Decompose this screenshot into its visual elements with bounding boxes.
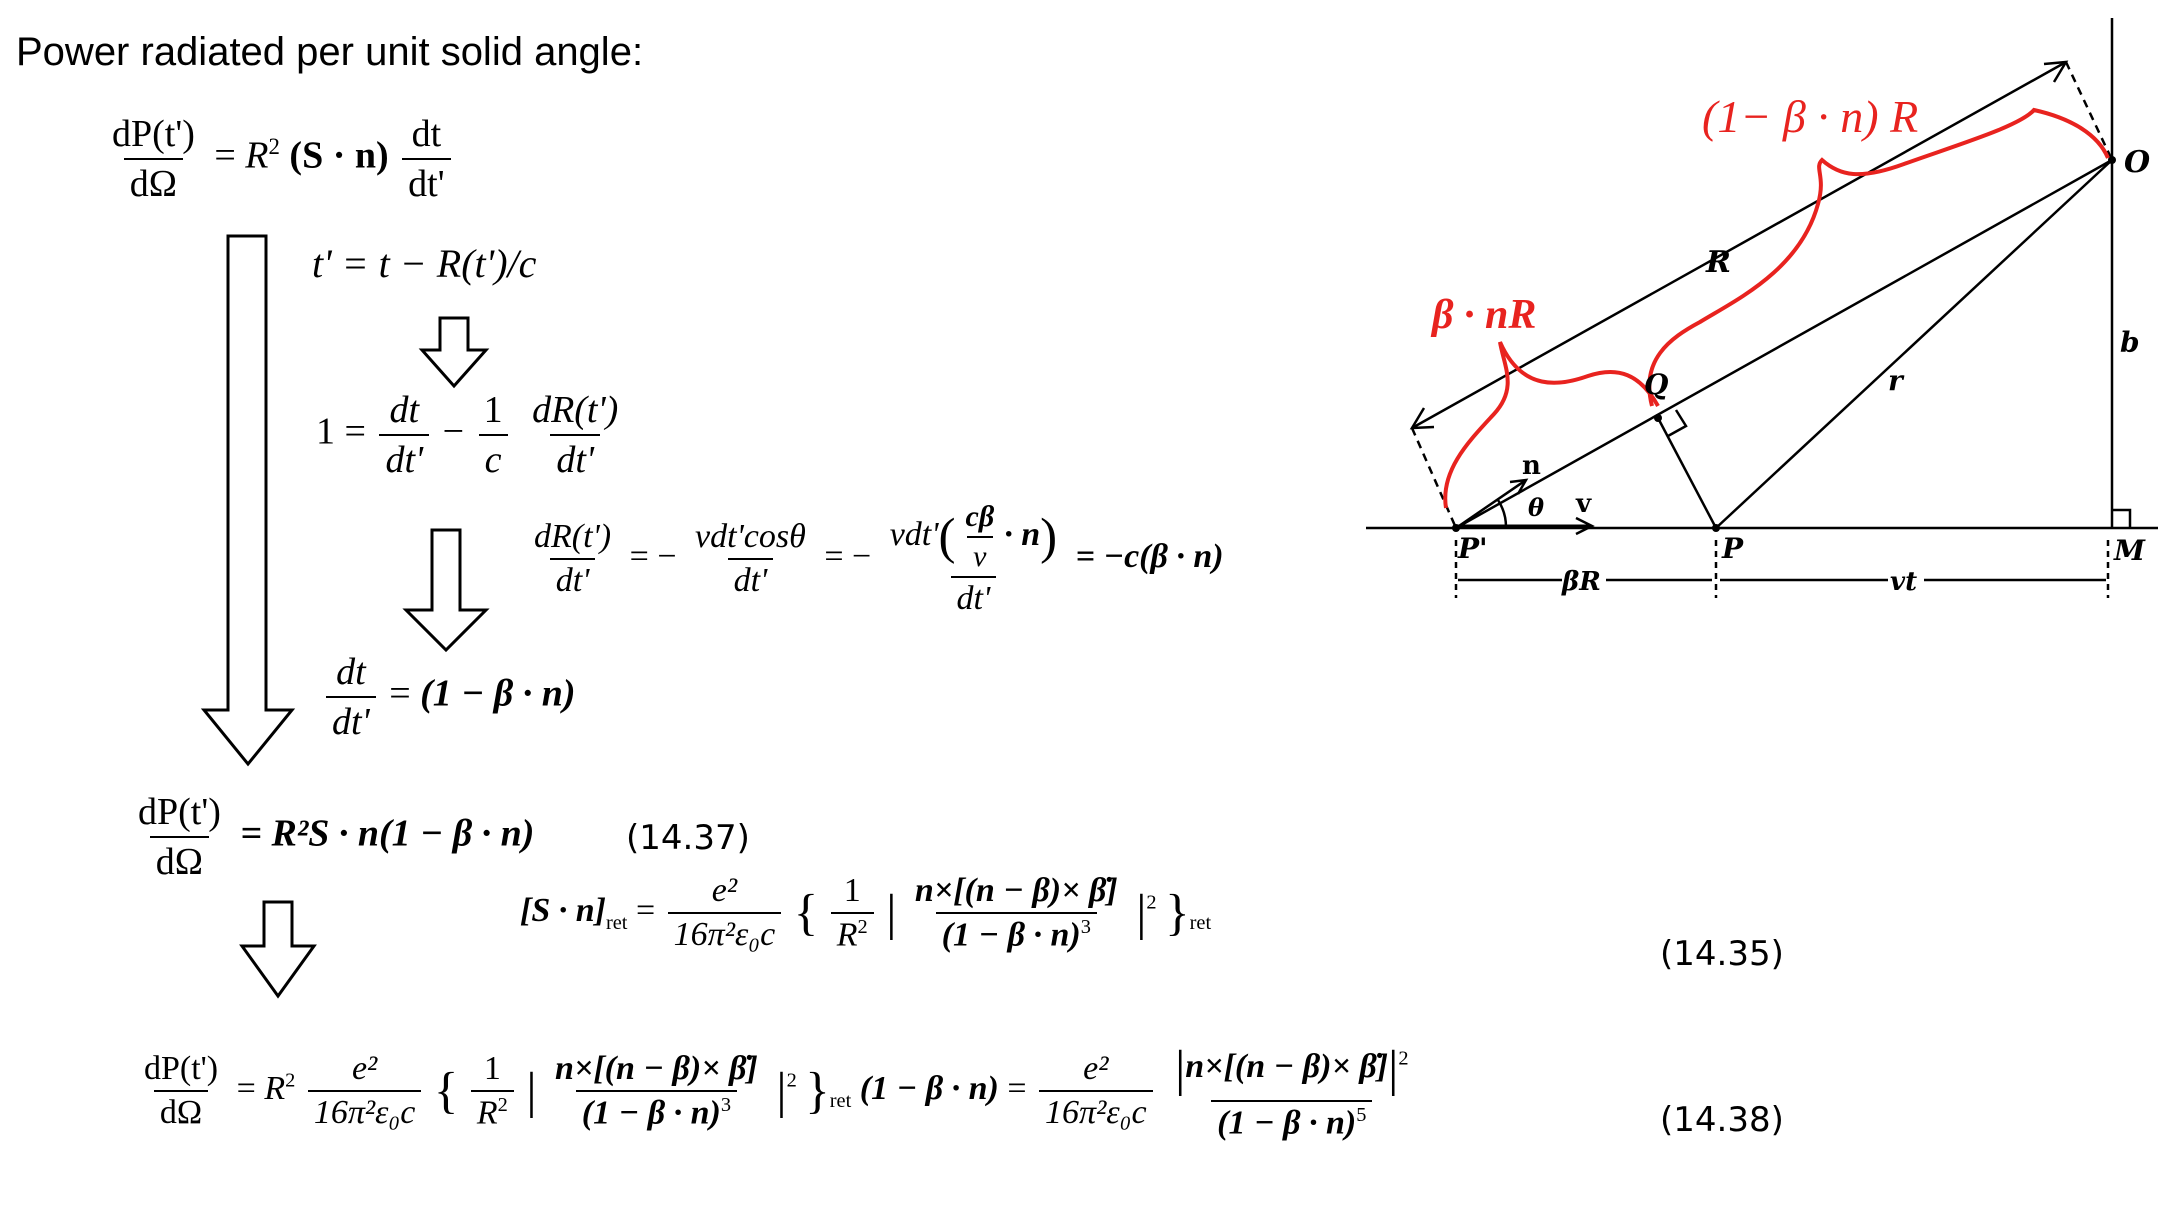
dashed-tick-left <box>1410 427 1458 529</box>
down-arrow-small-3 <box>239 900 317 999</box>
label-R: R <box>1705 245 1731 280</box>
point-P <box>1712 524 1720 532</box>
retarded-time-equation: t' = t − R(t')/c <box>312 241 537 286</box>
line-R <box>1455 158 2113 530</box>
line-r <box>1715 159 2113 529</box>
label-b: b <box>2120 326 2140 359</box>
label-Pprime: P' <box>1457 532 1488 565</box>
label-n: n <box>1522 451 1541 481</box>
label-O: O <box>2124 145 2150 180</box>
equation-number-1435: (14.35) <box>1660 934 1784 974</box>
heading: Power radiated per unit solid angle: <box>16 30 644 74</box>
label-r: r <box>1888 364 1905 397</box>
label-theta: θ <box>1528 493 1544 522</box>
label-P: P <box>1721 532 1744 565</box>
label-betaR: βR <box>1561 567 1601 597</box>
dimension-R-line <box>1411 60 2067 430</box>
n-vector <box>1455 478 1527 530</box>
label-v: v <box>1575 489 1592 519</box>
point-Q <box>1654 414 1662 422</box>
label-red-top: (1− β · n) R <box>1702 91 1918 142</box>
right-angle-Q <box>1667 409 1688 438</box>
theta-arc <box>1496 499 1508 529</box>
equation-1437: dP(t')dΩ = R²S · n(1 − β · n) <box>138 791 535 883</box>
v-arrowhead <box>1575 516 1595 536</box>
point-Pprime <box>1452 524 1460 532</box>
geometry-diagram: O b M P P' Q R r n v θ βR vt (1− β · n) … <box>1366 18 2158 598</box>
dashed-tick-right <box>2064 61 2114 161</box>
n-arrowhead <box>1509 478 1529 495</box>
down-arrow-small-2 <box>402 528 490 653</box>
down-arrow-small-1 <box>418 316 490 389</box>
label-Q: Q <box>1644 368 1668 401</box>
equation-number-1437: (14.37) <box>626 818 750 858</box>
down-arrow-large <box>200 234 296 767</box>
label-red-left: β · nR <box>1430 292 1536 338</box>
label-vt: vt <box>1890 567 1917 597</box>
red-brace-left <box>1443 341 1660 509</box>
right-angle-M <box>2112 508 2132 528</box>
label-M: M <box>2113 534 2146 567</box>
point-O <box>2108 156 2116 164</box>
line-PQ <box>1656 417 1718 529</box>
red-brace-top <box>1647 107 2110 407</box>
derivation-arrows <box>200 234 490 999</box>
equation-number-1438: (14.38) <box>1660 1100 1784 1140</box>
